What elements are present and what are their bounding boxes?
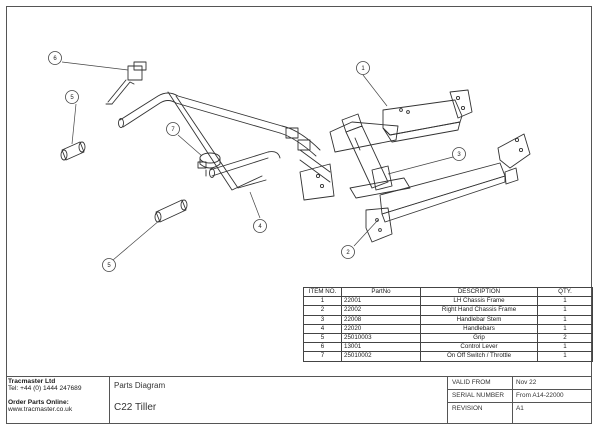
bom-item-no: 4 [303,323,342,334]
balloon-5-lower [102,258,116,272]
bom-row: 4 22020 Handlebars 1 [303,323,593,334]
balloon-1-label: 1 [361,66,365,72]
bill-of-materials-table: ITEM NO. PartNo DESCRIPTION QTY. 1 22001… [303,286,593,362]
bom-header-qty: QTY. [537,286,593,298]
revision-value: A1 [516,405,524,412]
bom-partno: 13001 [341,342,421,353]
bom-qty: 1 [537,342,593,353]
bom-header-row: ITEM NO. PartNo DESCRIPTION QTY. [303,286,593,298]
bom-partno: 25010003 [341,332,421,344]
bom-qty: 1 [537,305,593,316]
valid-from-label: VALID FROM [452,379,491,386]
bom-qty: 1 [537,351,593,362]
serial-number-value: From A14-22000 [516,392,564,399]
valid-from-value: Nov 22 [516,379,537,386]
balloon-6-label: 6 [53,56,57,62]
bom-row: 6 13001 Control Lever 1 [303,342,593,353]
grip-part-lower [154,199,188,223]
bom-qty: 1 [537,323,593,334]
company-name: Tracmaster Ltd [8,378,56,385]
lh-chassis-frame-part [329,89,473,153]
bom-header-description: DESCRIPTION [420,286,538,298]
company-website-link[interactable]: www.tracmaster.co.uk [8,406,73,414]
balloon-7 [166,122,180,136]
bom-partno: 25010002 [341,351,421,362]
title-block-divider-1 [109,376,110,424]
revision-label: REVISION [452,405,483,412]
bom-partno: 22001 [341,296,421,307]
item-balloons [48,51,466,272]
bom-description: Handlebars [420,323,538,334]
bom-description: Control Lever [420,342,538,353]
bom-description: On Off Switch / Throttle [420,351,538,362]
title-block-divider-3 [512,376,513,424]
bom-qty: 1 [537,314,593,325]
bom-item-no: 3 [303,314,342,325]
document-title: C22 Tiller [114,402,157,413]
bom-description: LH Chassis Frame [420,296,538,307]
balloon-5-upper [65,90,79,104]
title-block-divider-2 [447,376,448,424]
bom-item-no: 2 [303,305,342,316]
bom-qty: 1 [537,296,593,307]
bom-item-no: 1 [303,296,342,307]
control-lever-part [105,61,147,105]
balloon-4 [253,219,267,233]
title-block [6,376,592,425]
company-info: Tracmaster Ltd Tel: +44 (0) 1444 247689 … [8,378,82,414]
bom-item-no: 7 [303,351,342,362]
company-telephone: Tel: +44 (0) 1444 247689 [8,385,82,393]
rh-chassis-frame-part [365,133,531,243]
bom-description: Handlebar Stem [420,314,538,325]
bom-qty: 2 [537,332,593,344]
balloon-1 [356,61,370,75]
title-block-row-line-2 [447,402,592,403]
grip-part-upper [60,141,86,161]
order-parts-heading: Order Parts Online: [8,398,69,406]
bom-partno: 22008 [341,314,421,325]
balloon-3 [452,147,466,161]
title-block-row-line-1 [447,389,592,390]
bom-row: 5 25010003 Grip 2 [303,332,593,344]
handlebars-part [118,91,321,191]
balloon-2 [341,245,355,259]
bom-row: 2 22002 Right Hand Chassis Frame 1 [303,305,593,316]
bom-header-item-no: ITEM NO. [303,286,342,298]
leader-lines [61,61,454,261]
bom-description: Right Hand Chassis Frame [420,305,538,316]
on-off-switch-part [197,152,221,177]
bom-partno: 22020 [341,323,421,334]
balloon-5-lower-label: 5 [107,263,111,269]
handlebar-stem-part [299,113,411,201]
balloon-4-label: 4 [258,224,262,230]
bom-item-no: 6 [303,342,342,353]
bom-row: 1 22001 LH Chassis Frame 1 [303,296,593,307]
bom-header-partno: PartNo [341,286,421,298]
bom-description: Grip [420,332,538,344]
bom-row: 7 25010002 On Off Switch / Throttle 1 [303,351,593,362]
bom-partno: 22002 [341,305,421,316]
document-subtitle: Parts Diagram [114,381,166,390]
balloon-3-label: 3 [457,152,461,158]
balloon-2-label: 2 [346,250,350,256]
balloon-5-upper-label: 5 [70,95,74,101]
balloon-6 [48,51,62,65]
balloon-7-label: 7 [171,127,175,133]
bom-row: 3 22008 Handlebar Stem 1 [303,314,593,325]
bom-item-no: 5 [303,332,342,344]
serial-number-label: SERIAL NUMBER [452,392,504,399]
